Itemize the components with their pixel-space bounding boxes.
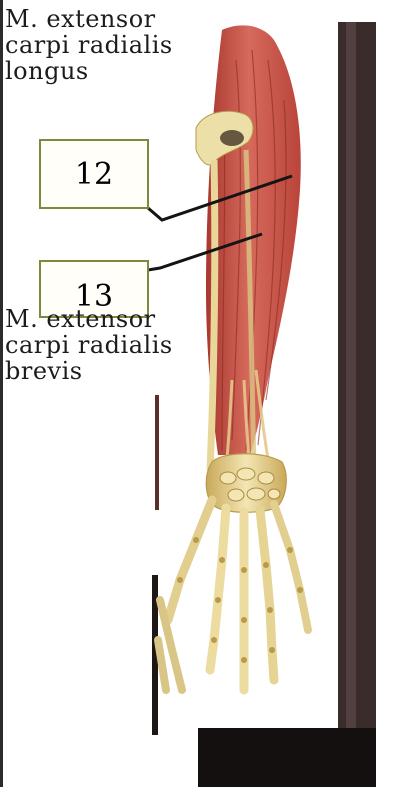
frame-bar-inner — [346, 22, 356, 732]
frame-shadow-thin — [155, 395, 159, 510]
hand-bones — [168, 500, 308, 690]
label-box-12: 12 — [39, 139, 149, 209]
left-border — [0, 0, 3, 787]
elbow-joint-shadow — [220, 130, 244, 146]
frame-bar-right — [338, 22, 376, 732]
handwritten-note-longus: M. extensor carpi radialis longus — [5, 6, 225, 84]
handwritten-note-brevis: M. extensor carpi radialis brevis — [5, 306, 215, 384]
frame-bar-bottom — [198, 728, 376, 787]
label-number-12: 12 — [75, 157, 113, 192]
